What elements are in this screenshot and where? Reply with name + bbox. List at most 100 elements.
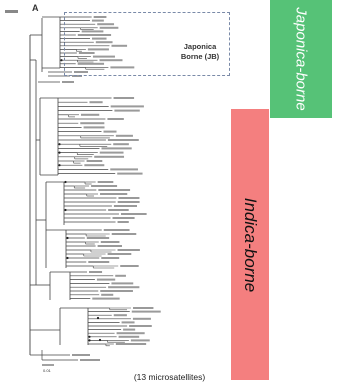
tip-label-mark — [84, 164, 105, 167]
tip-label-mark — [120, 213, 147, 215]
tip-label-mark — [117, 201, 140, 203]
tip-label-mark — [103, 130, 117, 133]
tip-label-mark — [110, 66, 135, 69]
tip-label-mark — [97, 23, 115, 26]
tip-label-mark — [74, 71, 88, 73]
tip-label-mark — [72, 75, 82, 77]
tip-label-mark — [121, 321, 135, 324]
tip-label-mark — [120, 265, 139, 267]
node-marker — [66, 256, 69, 260]
tip-label-mark — [117, 221, 129, 223]
tip-label-mark — [78, 52, 95, 54]
tip-label-mark — [91, 19, 104, 22]
tip-label-mark — [89, 101, 103, 104]
scale-bar-label: 0.01 — [43, 368, 51, 373]
tip-label-mark — [118, 197, 140, 199]
tip-label-mark — [110, 168, 138, 171]
tip-label-mark — [131, 310, 161, 313]
node-marker — [88, 335, 91, 338]
tip-label-mark — [103, 229, 130, 231]
japonica-borne-label: Japonica-borne — [292, 7, 310, 111]
tip-label-mark — [108, 286, 140, 289]
tip-label-mark — [88, 261, 110, 263]
tip-label-mark — [130, 339, 150, 342]
tip-label-mark — [113, 205, 137, 207]
node-marker — [66, 236, 69, 240]
tip-label-mark — [114, 109, 140, 112]
tip-label-mark — [94, 155, 125, 158]
tip-label-mark — [92, 297, 120, 300]
tip-label-mark — [97, 245, 122, 247]
tip-label-mark — [91, 37, 107, 40]
tip-label-mark — [115, 343, 147, 345]
tip-label-mark — [116, 332, 145, 335]
tip-label-mark — [100, 193, 128, 195]
tip-label-mark — [81, 30, 104, 33]
tip-label-mark — [98, 189, 131, 191]
tip-label-mark — [111, 44, 128, 47]
tip-label-mark — [62, 81, 74, 83]
tip-label-mark — [80, 113, 100, 116]
tip-label-mark — [101, 293, 114, 296]
tip-label-mark — [101, 257, 120, 259]
indica-borne-band: Indica-borne — [231, 109, 269, 380]
tip-label-mark — [111, 282, 134, 285]
tip-label-mark — [118, 335, 140, 338]
node-marker — [58, 151, 61, 154]
scale-mark — [5, 10, 18, 13]
tip-label-mark — [133, 307, 154, 309]
tip-label-mark — [93, 16, 107, 18]
node-marker — [58, 143, 61, 146]
tip-label-mark — [100, 241, 120, 243]
node-marker — [98, 338, 102, 342]
tip-label-mark — [99, 59, 123, 62]
tip-label-mark — [115, 274, 126, 277]
tip-label-mark — [132, 317, 151, 320]
tip-label-mark — [97, 181, 114, 183]
tip-label-mark — [77, 62, 105, 65]
tip-label-mark — [100, 290, 133, 292]
tip-label-mark — [101, 147, 132, 150]
tip-label-mark — [108, 209, 129, 211]
tip-label-mark — [92, 55, 115, 58]
tip-label-mark — [86, 160, 103, 162]
figure-caption: (13 microsatellites) — [133, 372, 206, 382]
tip-label-mark — [107, 139, 139, 141]
clade-label-line1: Japonica — [183, 42, 217, 51]
tip-label-mark — [123, 328, 136, 331]
tip-label-mark — [80, 122, 105, 125]
japonica-clade-box — [64, 12, 230, 76]
node-marker — [88, 339, 91, 342]
tip-label-mark — [91, 185, 118, 187]
tip-label-mark — [107, 253, 132, 255]
japonica-clade-label: Japonica Borne (JB) — [169, 42, 231, 62]
tip-label-mark — [83, 126, 105, 129]
tip-label-mark — [110, 105, 144, 108]
node-marker — [64, 208, 67, 212]
tip-label-mark — [86, 237, 110, 239]
clade-label-line2: Borne (JB) — [180, 52, 220, 61]
tip-label-mark — [111, 233, 137, 235]
tip-label-mark — [77, 34, 112, 36]
node-marker — [96, 316, 100, 320]
tip-label-mark — [99, 26, 119, 29]
tip-label-mark — [89, 271, 103, 273]
node-marker — [58, 164, 61, 167]
tip-label-mark — [99, 151, 124, 154]
tip-label-mark — [80, 359, 100, 361]
tip-label-mark — [96, 278, 116, 281]
indica-borne-label: Indica-borne — [241, 197, 260, 292]
tip-label-mark — [113, 143, 129, 146]
tip-label-mark — [72, 354, 90, 356]
tip-label-mark — [112, 217, 135, 219]
tip-label-mark — [113, 97, 135, 99]
tip-label-mark — [117, 172, 143, 175]
tip-label-mark — [107, 118, 124, 120]
node-marker — [60, 59, 63, 62]
tip-label-mark — [117, 249, 140, 251]
tip-label-mark — [87, 48, 109, 51]
tip-label-mark — [113, 314, 127, 317]
tip-label-mark — [129, 325, 152, 327]
